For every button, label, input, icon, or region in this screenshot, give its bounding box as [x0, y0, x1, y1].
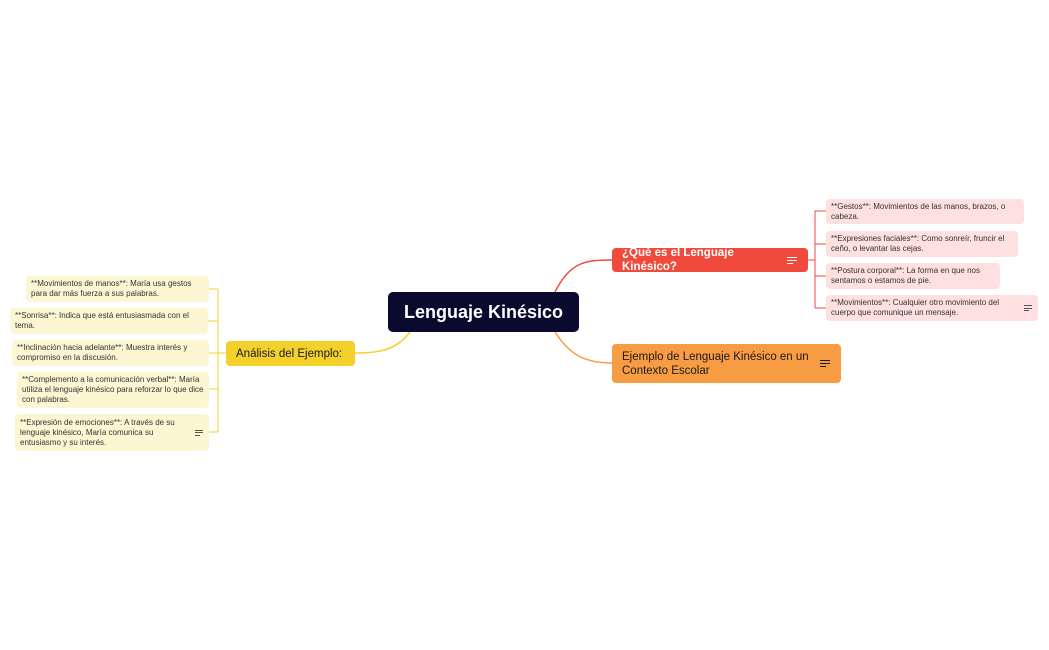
- subtopic-label: **Gestos**: Movimientos de las manos, br…: [831, 201, 1006, 221]
- notes-icon[interactable]: [1024, 304, 1033, 312]
- subtopic-complemento[interactable]: **Complemento a la comunicación verbal**…: [17, 372, 209, 408]
- subtopic-label: **Inclinación hacia adelante**: Muestra …: [17, 343, 188, 362]
- topic-example[interactable]: Ejemplo de Lenguaje Kinésico en un Conte…: [612, 344, 841, 383]
- subtopic-label: **Movimientos de manos**: María usa gest…: [31, 279, 192, 298]
- subtopic-expresiones-faciales[interactable]: **Expresiones faciales**: Como sonreír, …: [826, 231, 1018, 257]
- subtopic-label: **Movimientos**: Cualquier otro movimien…: [831, 298, 1000, 317]
- topic-analysis-label: Análisis del Ejemplo:: [236, 347, 343, 360]
- connector-central-to-example: [554, 331, 613, 364]
- subtopic-label: **Expresión de emociones**: A través de …: [20, 417, 175, 447]
- connector-central-to-what-is: [554, 259, 613, 293]
- subtopic-postura-corporal[interactable]: **Postura corporal**: La forma en que no…: [826, 263, 1000, 289]
- topic-what-is-label: ¿Qué es el Lenguaje Kinésico?: [622, 247, 734, 273]
- topic-example-label: Ejemplo de Lenguaje Kinésico en un Conte…: [622, 350, 809, 377]
- central-topic-label: Lenguaje Kinésico: [403, 301, 564, 322]
- subtopic-expresion-emociones[interactable]: **Expresión de emociones**: A través de …: [15, 414, 209, 451]
- subtopic-movimientos-de-manos[interactable]: **Movimientos de manos**: María usa gest…: [26, 276, 209, 302]
- notes-icon[interactable]: [820, 359, 831, 369]
- central-topic[interactable]: Lenguaje Kinésico: [388, 292, 579, 332]
- subtopic-movimientos[interactable]: **Movimientos**: Cualquier otro movimien…: [826, 295, 1038, 321]
- topic-what-is[interactable]: ¿Qué es el Lenguaje Kinésico?: [612, 247, 808, 273]
- connector-what-is-leaves: [808, 210, 826, 309]
- subtopic-label: **Sonrisa**: Indica que está entusiasmad…: [15, 311, 189, 330]
- connector-central-to-analysis: [354, 331, 411, 354]
- subtopic-label: **Postura corporal**: La forma en que no…: [831, 266, 980, 285]
- subtopic-label: **Expresiones faciales**: Como sonreír, …: [831, 234, 1005, 253]
- subtopic-sonrisa[interactable]: **Sonrisa**: Indica que está entusiasmad…: [10, 308, 208, 334]
- subtopic-gestos[interactable]: **Gestos**: Movimientos de las manos, br…: [826, 199, 1024, 224]
- notes-icon[interactable]: [787, 255, 798, 265]
- topic-analysis[interactable]: Análisis del Ejemplo:: [226, 341, 355, 366]
- notes-icon[interactable]: [195, 429, 204, 437]
- subtopic-inclinacion[interactable]: **Inclinación hacia adelante**: Muestra …: [12, 340, 209, 366]
- subtopic-label: **Complemento a la comunicación verbal**…: [22, 375, 204, 404]
- connector-analysis-leaves: [208, 288, 226, 433]
